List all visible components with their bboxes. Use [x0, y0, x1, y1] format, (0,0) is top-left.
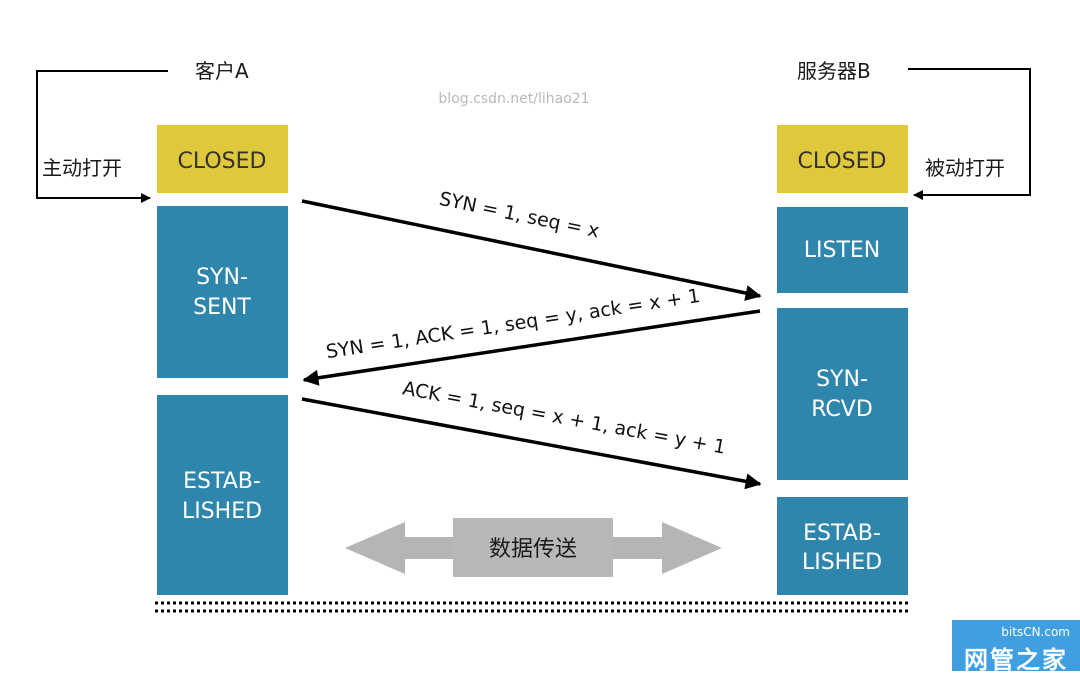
badge-title-text: 网管之家: [964, 646, 1068, 674]
server-established-box: [777, 497, 908, 595]
client-closed-label: CLOSED: [178, 149, 267, 174]
passive-open-arrow: [908, 68, 1031, 200]
bitscn-logo-badge: bitsCN.com 网管之家: [952, 620, 1080, 674]
server-closed-box: [777, 125, 908, 193]
server-listen-box: [777, 207, 908, 293]
client-established-box: [157, 395, 288, 595]
server-established-label-line2: LISHED: [802, 550, 882, 575]
server-syn-rcvd-label-line2: RCVD: [811, 397, 873, 422]
data-transfer-label: 数据传送: [489, 537, 577, 562]
client-established-label-line2: LISHED: [182, 499, 262, 524]
server-closed-label: CLOSED: [798, 149, 887, 174]
client-established-label-line1: ESTAB-: [183, 469, 261, 494]
syn-ack-arrow: [302, 309, 761, 386]
active-open-arrow: [36, 70, 168, 203]
server-syn-rcvd-label-line1: SYN-: [816, 367, 868, 392]
server-listen-label: LISTEN: [804, 238, 881, 263]
ack-arrow: [301, 397, 762, 490]
data-transfer-box: [453, 518, 613, 577]
passive-open-label: 被动打开: [925, 156, 1005, 180]
server-title: 服务器B: [797, 59, 871, 83]
watermark-text: blog.csdn.net/lihao21: [438, 91, 589, 107]
client-title: 客户A: [195, 59, 249, 83]
syn-arrow: [301, 199, 762, 301]
client-syn-sent-box: [157, 206, 288, 378]
client-syn-sent-label-line1: SYN-: [196, 265, 248, 290]
syn-ack-message-label: SYN = 1, ACK = 1, seq = y, ack = x + 1: [325, 285, 702, 363]
data-transfer-left-arrowhead: [345, 522, 405, 574]
client-closed-box: [157, 125, 288, 193]
client-syn-sent-label-line2: SENT: [193, 295, 251, 320]
server-established-label-line1: ESTAB-: [803, 521, 881, 546]
active-open-label: 主动打开: [42, 156, 122, 180]
data-transfer-right-arrowhead: [662, 522, 722, 574]
badge-site-text: bitsCN.com: [1001, 625, 1070, 639]
server-syn-rcvd-box: [777, 308, 908, 480]
